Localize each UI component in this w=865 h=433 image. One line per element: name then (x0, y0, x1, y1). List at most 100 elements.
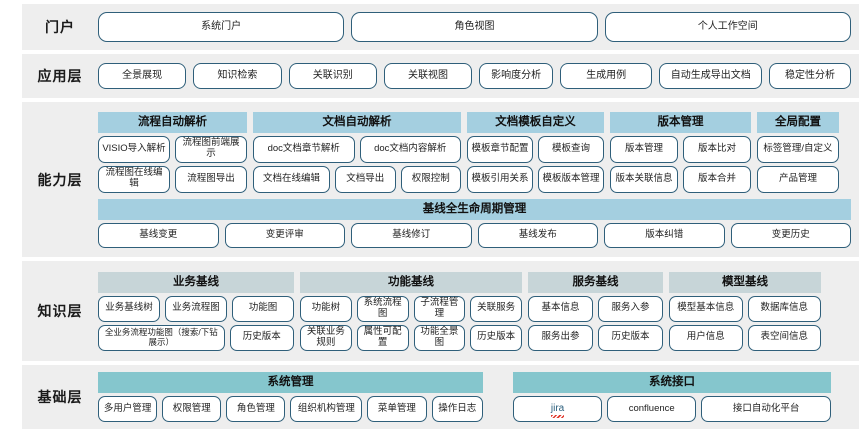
layer-label-application: 应用层 (37, 68, 83, 84)
band-button-change-history[interactable]: 变更历史 (730, 222, 851, 248)
kn-button-tablespace-info[interactable]: 表空间信息 (747, 324, 821, 351)
portal-button-system[interactable]: 系统门户 (98, 12, 345, 42)
kn-button-database-info[interactable]: 数据库信息 (747, 295, 821, 322)
fd-button-menu-mgmt[interactable]: 菜单管理 (367, 396, 427, 422)
foundation-group-system-mgmt: 系统管理 多用户管理 权限管理 角色管理 组织机构管理 菜单管理 操作日志 (98, 372, 483, 422)
band-button-baseline-revise[interactable]: 基线修订 (351, 222, 472, 248)
band-button-baseline-release[interactable]: 基线发布 (477, 222, 598, 248)
cap-button-version-compare[interactable]: 版本比对 (683, 135, 751, 163)
kn-button-basic-info[interactable]: 基本信息 (528, 295, 593, 322)
group-row: 基本信息 服务入参 (528, 295, 663, 322)
layer-knowledge: 知识层 业务基线 业务基线树 业务流程图 功能图 全业务流程功能图（搜索/下钻展… (22, 261, 859, 361)
knowledge-group-model-baseline: 模型基线 模型基本信息 数据库信息 用户信息 表空间信息 (669, 271, 821, 351)
fd-button-interface-automation-platform[interactable]: 接口自动化平台 (701, 396, 831, 422)
group-row: 文档在线编辑 文档导出 权限控制 (253, 165, 461, 193)
fd-button-permission-mgmt[interactable]: 权限管理 (162, 396, 222, 422)
layer-application: 应用层 全景展现 知识检索 关联识别 关联视图 影响度分析 生成用例 自动生成导… (22, 54, 859, 98)
group-rows-doc-template: 模板章节配置 模板查询 模板引用关系 模板版本管理 (467, 135, 604, 193)
group-title-system-interface: 系统接口 (513, 372, 831, 393)
app-button-impact-analysis[interactable]: 影响度分析 (479, 63, 554, 89)
group-rows-system-interface: jira confluence 接口自动化平台 (513, 396, 831, 422)
layer-body-knowledge: 业务基线 业务基线树 业务流程图 功能图 全业务流程功能图（搜索/下钻展示） 历… (98, 271, 859, 351)
fd-button-role-mgmt[interactable]: 角色管理 (226, 396, 286, 422)
group-title-function-baseline: 功能基线 (300, 271, 522, 293)
kn-button-function-chart[interactable]: 功能图 (232, 295, 294, 322)
band-button-baseline-change[interactable]: 基线变更 (98, 222, 219, 248)
cap-button-visio-import-parse[interactable]: VISIO导入解析 (98, 135, 170, 163)
app-button-stability-analysis[interactable]: 稳定性分析 (769, 63, 851, 89)
group-row: 产品管理 (757, 165, 839, 193)
layer-foundation: 基础层 系统管理 多用户管理 权限管理 角色管理 组织机构管理 菜单管理 操作日… (22, 365, 859, 429)
cap-button-tag-management[interactable]: 标签管理/自定义 (757, 135, 839, 163)
cap-button-flow-export[interactable]: 流程图导出 (175, 165, 247, 193)
cap-button-permission-control[interactable]: 权限控制 (400, 165, 461, 193)
layer-body-application: 全景展现 知识检索 关联识别 关联视图 影响度分析 生成用例 自动生成导出文档 … (98, 63, 859, 89)
kn-button-related-service[interactable]: 关联服务 (470, 295, 522, 322)
portal-button-role-view[interactable]: 角色视图 (351, 12, 598, 42)
knowledge-group-function-baseline: 功能基线 功能树 系统流程图 子流程管理 关联服务 关联业务规则 属性可配置 功… (300, 271, 522, 351)
kn-button-function-tree[interactable]: 功能树 (300, 295, 352, 322)
kn-button-related-business-rule[interactable]: 关联业务规则 (300, 324, 352, 351)
app-button-knowledge-search[interactable]: 知识检索 (193, 63, 282, 89)
group-row: doc文档章节解析 doc文档内容解析 (253, 135, 461, 163)
cap-button-version-relation-info[interactable]: 版本关联信息 (610, 165, 678, 193)
cap-button-doc-content-parse[interactable]: doc文档内容解析 (359, 135, 461, 163)
fd-button-org-structure-mgmt[interactable]: 组织机构管理 (290, 396, 363, 422)
app-button-generate-case[interactable]: 生成用例 (560, 63, 653, 89)
portal-button-personal-workspace[interactable]: 个人工作空间 (604, 12, 851, 42)
kn-button-service-input[interactable]: 服务入参 (598, 295, 663, 322)
group-title-business-baseline: 业务基线 (98, 271, 294, 293)
layer-label-capability: 能力层 (37, 171, 83, 188)
cap-button-version-management[interactable]: 版本管理 (610, 135, 678, 163)
band-button-change-review[interactable]: 变更评审 (224, 222, 345, 248)
group-rows-service-baseline: 基本信息 服务入参 服务出参 历史版本 (528, 295, 663, 351)
cap-button-doc-chapter-parse[interactable]: doc文档章节解析 (253, 135, 355, 163)
kn-button-function-panorama[interactable]: 功能全景图 (413, 324, 466, 351)
group-rows-function-baseline: 功能树 系统流程图 子流程管理 关联服务 关联业务规则 属性可配置 功能全景图 … (300, 295, 522, 351)
jira-label: jira (550, 403, 565, 418)
fd-button-operation-log[interactable]: 操作日志 (431, 396, 483, 422)
group-row: jira confluence 接口自动化平台 (513, 396, 831, 422)
kn-button-user-info[interactable]: 用户信息 (669, 324, 743, 351)
cap-button-product-management[interactable]: 产品管理 (757, 165, 839, 193)
foundation-groups: 系统管理 多用户管理 权限管理 角色管理 组织机构管理 菜单管理 操作日志 系 (98, 372, 851, 422)
kn-button-attribute-configurable[interactable]: 属性可配置 (356, 324, 409, 351)
cap-button-doc-online-edit[interactable]: 文档在线编辑 (253, 165, 331, 193)
kn-button-history-version-business[interactable]: 历史版本 (229, 324, 294, 351)
layer-body-foundation: 系统管理 多用户管理 权限管理 角色管理 组织机构管理 菜单管理 操作日志 系 (98, 372, 859, 422)
kn-button-history-version-service[interactable]: 历史版本 (598, 324, 663, 351)
kn-button-full-business-flow-function-chart[interactable]: 全业务流程功能图（搜索/下钻展示） (98, 324, 225, 351)
kn-button-business-baseline-tree[interactable]: 业务基线树 (98, 295, 160, 322)
app-button-relation-view[interactable]: 关联视图 (383, 63, 473, 89)
layer-body-portal: 系统门户 角色视图 个人工作空间 (98, 12, 859, 42)
app-button-panorama[interactable]: 全景展现 (98, 63, 187, 89)
kn-button-history-version-function[interactable]: 历史版本 (470, 324, 522, 351)
kn-button-model-basic-info[interactable]: 模型基本信息 (669, 295, 743, 322)
group-title-doc-template: 文档模板自定义 (467, 111, 604, 133)
knowledge-group-business-baseline: 业务基线 业务基线树 业务流程图 功能图 全业务流程功能图（搜索/下钻展示） 历… (98, 271, 294, 351)
kn-button-business-flow-chart[interactable]: 业务流程图 (165, 295, 227, 322)
band-button-version-correct[interactable]: 版本纠错 (604, 222, 725, 248)
layer-portal: 门户 系统门户 角色视图 个人工作空间 (22, 4, 859, 50)
cap-button-template-reference[interactable]: 模板引用关系 (467, 165, 533, 193)
capability-group-global-config: 全局配置 标签管理/自定义 产品管理 (757, 111, 839, 193)
fd-button-multi-user-mgmt[interactable]: 多用户管理 (98, 396, 158, 422)
group-rows-version-mgmt: 版本管理 版本比对 版本关联信息 版本合并 (610, 135, 751, 193)
cap-button-version-merge[interactable]: 版本合并 (683, 165, 751, 193)
group-row: 功能树 系统流程图 子流程管理 关联服务 (300, 295, 522, 322)
kn-button-subprocess-mgmt[interactable]: 子流程管理 (413, 295, 466, 322)
app-button-relation-recognition[interactable]: 关联识别 (288, 63, 377, 89)
cap-button-doc-export[interactable]: 文档导出 (335, 165, 396, 193)
kn-button-service-output[interactable]: 服务出参 (528, 324, 593, 351)
cap-button-flow-online-edit[interactable]: 流程图在线编辑 (98, 165, 170, 193)
fd-button-jira[interactable]: jira (513, 396, 603, 422)
fd-button-confluence[interactable]: confluence (607, 396, 697, 422)
cap-button-flow-frontend-display[interactable]: 流程图前端展示 (175, 135, 247, 163)
app-button-auto-export-doc[interactable]: 自动生成导出文档 (659, 63, 763, 89)
cap-button-template-query[interactable]: 模板查询 (538, 135, 604, 163)
cap-button-template-version-mgmt[interactable]: 模板版本管理 (538, 165, 604, 193)
cap-button-template-chapter-config[interactable]: 模板章节配置 (467, 135, 533, 163)
kn-button-system-flow-chart[interactable]: 系统流程图 (356, 295, 409, 322)
group-row: 模型基本信息 数据库信息 (669, 295, 821, 322)
